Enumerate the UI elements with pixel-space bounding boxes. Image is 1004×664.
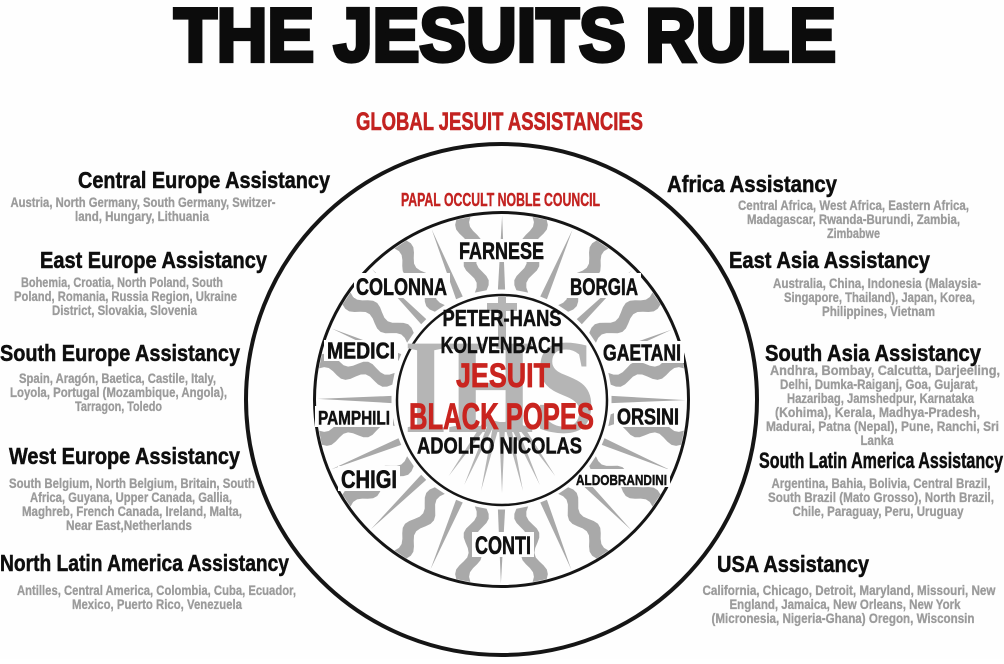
svg-text:Maghreb, French Canada, Irelan: Maghreb, French Canada, Ireland, Malta,	[22, 504, 242, 519]
svg-text:South Europe Assistancy: South Europe Assistancy	[0, 340, 240, 366]
svg-text:England, Jamaica, New Orleans,: England, Jamaica, New Orleans, New York	[730, 597, 961, 612]
svg-text:Hazaribag, Jamshedpur, Karnata: Hazaribag, Jamshedpur, Karnataka	[787, 391, 974, 406]
svg-text:ORSINI: ORSINI	[617, 404, 679, 430]
svg-text:MEDICI: MEDICI	[327, 338, 395, 364]
svg-text:District, Slovakia, Slovenia: District, Slovakia, Slovenia	[52, 303, 197, 318]
svg-text:Singapore, Thailand), Japan, K: Singapore, Thailand), Japan, Korea,	[784, 290, 975, 305]
svg-text:ADOLFO NICOLAS: ADOLFO NICOLAS	[417, 433, 582, 459]
svg-text:Near East,Netherlands: Near East,Netherlands	[66, 518, 192, 533]
svg-text:BLACK POPES: BLACK POPES	[409, 396, 594, 437]
svg-text:South Latin America Assistancy: South Latin America Assistancy	[759, 448, 1004, 473]
svg-text:Austria, North Germany, South: Austria, North Germany, South Germany, S…	[11, 195, 276, 210]
svg-text:COLONNA: COLONNA	[356, 274, 447, 301]
svg-text:CHIGI: CHIGI	[341, 466, 397, 494]
svg-text:Africa Assistancy: Africa Assistancy	[667, 171, 837, 197]
svg-text:BORGIA: BORGIA	[570, 274, 638, 301]
svg-text:PAPAL OCCULT NOBLE COUNCIL: PAPAL OCCULT NOBLE COUNCIL	[401, 190, 600, 210]
svg-text:East Asia Assistancy: East Asia Assistancy	[729, 247, 930, 273]
svg-text:Delhi, Dumka-Raiganj, Goa, Guj: Delhi, Dumka-Raiganj, Goa, Gujarat,	[780, 377, 978, 392]
svg-text:USA Assistancy: USA Assistancy	[717, 551, 869, 577]
svg-text:Mexico, Puerto Rico, Venezuela: Mexico, Puerto Rico, Venezuela	[72, 597, 242, 612]
svg-text:Central Europe Assistancy: Central Europe Assistancy	[78, 167, 330, 193]
svg-text:FARNESE: FARNESE	[459, 238, 544, 265]
svg-text:Madurai, Patna (Nepal), Pune,: Madurai, Patna (Nepal), Pune, Ranchi, Sr…	[766, 419, 999, 434]
svg-text:KOLVENBACH: KOLVENBACH	[441, 332, 564, 358]
svg-text:West Europe Assistancy: West Europe Assistancy	[9, 443, 240, 469]
svg-text:California, Chicago, Detroit,: California, Chicago, Detroit, Maryland, …	[703, 583, 996, 598]
svg-text:Madagascar, Rwanda-Burundi, Za: Madagascar, Rwanda-Burundi, Zambia,	[747, 212, 960, 227]
svg-text:Antilles, Central America, Col: Antilles, Central America, Colombia, Cub…	[17, 583, 296, 598]
svg-text:Central Africa, West Africa, E: Central Africa, West Africa, Eastern Afr…	[738, 198, 969, 213]
svg-text:Spain, Aragón, Baetica, Castil: Spain, Aragón, Baetica, Castile, Italy,	[19, 371, 216, 386]
svg-text:ALDOBRANDINI: ALDOBRANDINI	[576, 472, 667, 489]
svg-text:Chile, Paraguay, Peru, Uruguay: Chile, Paraguay, Peru, Uruguay	[793, 504, 964, 519]
svg-text:Tarragon, Toledo: Tarragon, Toledo	[75, 399, 162, 414]
svg-text:Poland, Romania, Russia Region: Poland, Romania, Russia Region, Ukraine	[14, 289, 237, 304]
svg-text:GLOBAL JESUIT ASSISTANCIES: GLOBAL JESUIT ASSISTANCIES	[356, 108, 643, 136]
svg-text:South Asia Assistancy: South Asia Assistancy	[765, 340, 981, 366]
svg-text:South Belgium, North Belgium,: South Belgium, North Belgium, Britain, S…	[9, 476, 255, 491]
svg-text:Argentina, Bahia, Bolivia, Cen: Argentina, Bahia, Bolivia, Central Brazi…	[772, 476, 991, 491]
svg-text:Australia, China, Indonesia (M: Australia, China, Indonesia (Malaysia-	[773, 276, 981, 291]
svg-text:(Kohima), Kerala, Madhya-Prade: (Kohima), Kerala, Madhya-Pradesh,	[775, 405, 980, 420]
svg-text:JESUIT: JESUIT	[456, 357, 550, 395]
svg-text:GAETANI: GAETANI	[603, 340, 681, 366]
svg-text:Lanka: Lanka	[861, 433, 894, 448]
svg-text:Africa, Guyana, Upper Canada,: Africa, Guyana, Upper Canada, Gallia,	[30, 490, 232, 505]
svg-text:Bohemia, Croatia, North Poland: Bohemia, Croatia, North Poland, South	[21, 275, 223, 290]
svg-text:Philippines, Vietnam: Philippines, Vietnam	[822, 304, 935, 319]
svg-text:THE JESUITS RULE: THE JESUITS RULE	[174, 0, 836, 77]
svg-text:Loyola, Portugal (Mozambique,: Loyola, Portugal (Mozambique, Angola),	[10, 385, 227, 400]
svg-text:PAMPHILI: PAMPHILI	[318, 409, 390, 430]
svg-text:Andhra, Bombay, Calcutta, Darj: Andhra, Bombay, Calcutta, Darjeeling,	[770, 363, 1000, 378]
svg-text:South Brazil (Mato Grosso), No: South Brazil (Mato Grosso), North Brazil…	[768, 490, 994, 505]
svg-text:land, Hungary, Lithuania: land, Hungary, Lithuania	[75, 209, 209, 224]
svg-text:PETER-HANS: PETER-HANS	[443, 305, 562, 331]
svg-text:North Latin America Assistancy: North Latin America Assistancy	[0, 550, 289, 576]
svg-text:(Micronesia, Nigeria-Ghana) Or: (Micronesia, Nigeria-Ghana) Oregon, Wisc…	[712, 611, 975, 626]
svg-text:Zimbabwe: Zimbabwe	[827, 226, 880, 241]
svg-text:East Europe Assistancy: East Europe Assistancy	[40, 247, 267, 273]
svg-text:CONTI: CONTI	[475, 532, 531, 560]
